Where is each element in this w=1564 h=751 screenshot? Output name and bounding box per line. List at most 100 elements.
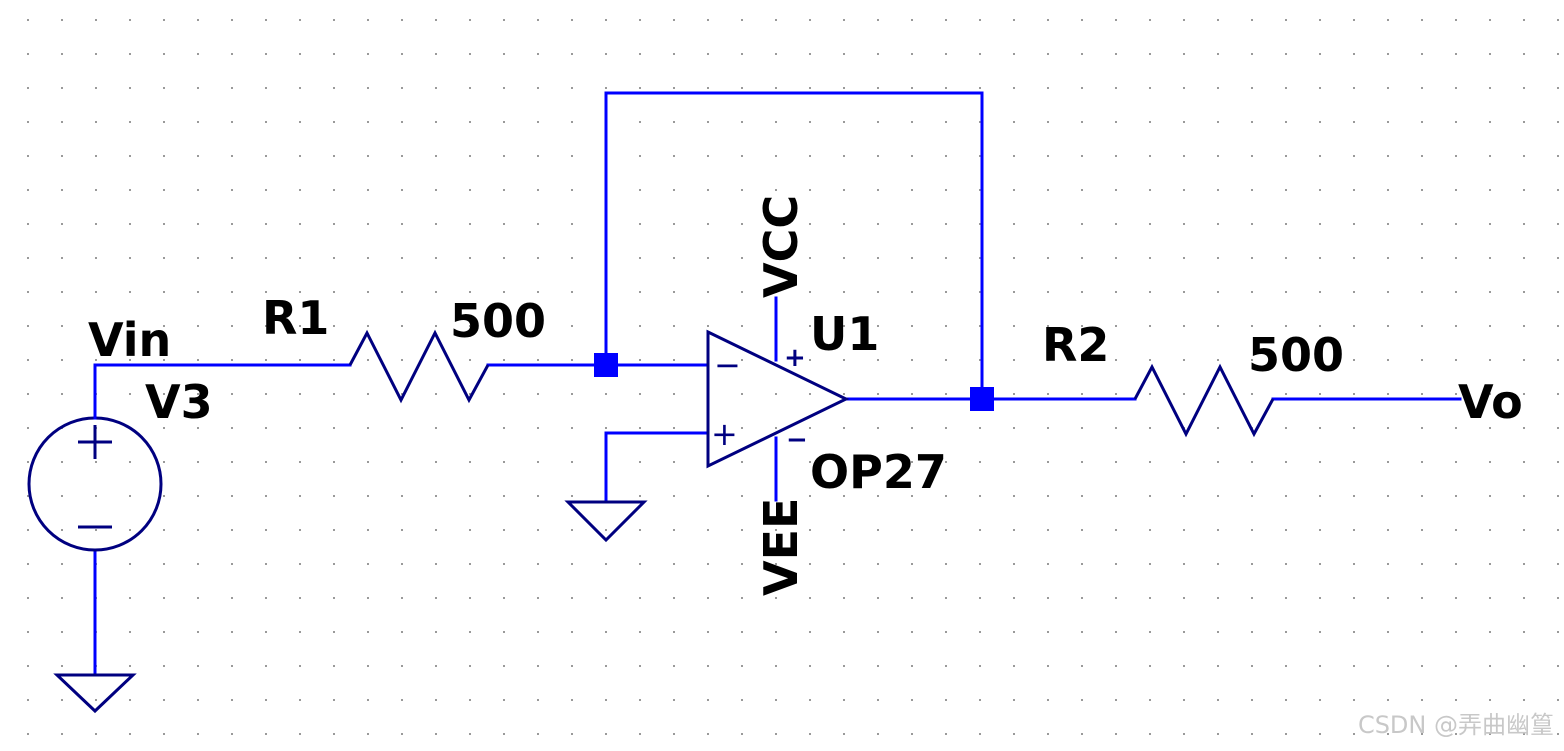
- grid-dot: [61, 257, 63, 259]
- grid-dot: [639, 121, 641, 123]
- grid-dot: [979, 563, 981, 565]
- grid-dot: [401, 699, 403, 701]
- grid-dot: [27, 53, 29, 55]
- grid-dot: [1013, 631, 1015, 633]
- grid-dot: [707, 121, 709, 123]
- grid-dot: [1489, 699, 1491, 701]
- grid-dot: [945, 631, 947, 633]
- grid-dot: [1523, 699, 1525, 701]
- grid-dot: [1489, 461, 1491, 463]
- grid-dot: [843, 155, 845, 157]
- grid-dot: [163, 461, 165, 463]
- grid-dot: [1149, 665, 1151, 667]
- grid-dot: [639, 699, 641, 701]
- grid-dot: [843, 563, 845, 565]
- grid-dot: [1387, 87, 1389, 89]
- grid-dot: [367, 393, 369, 395]
- grid-dot: [1251, 121, 1253, 123]
- grid-dot: [673, 631, 675, 633]
- grid-dot: [129, 189, 131, 191]
- grid-dot: [1489, 257, 1491, 259]
- grid-dot: [911, 19, 913, 21]
- grid-dot: [1523, 257, 1525, 259]
- grid-dot: [503, 291, 505, 293]
- grid-dot: [61, 121, 63, 123]
- grid-dot: [129, 461, 131, 463]
- grid-dot: [1557, 121, 1559, 123]
- grid-dot: [231, 223, 233, 225]
- grid-dot: [401, 427, 403, 429]
- grid-dot: [1285, 699, 1287, 701]
- grid-dot: [775, 529, 777, 531]
- grid-dot: [333, 53, 335, 55]
- grid-dot: [979, 291, 981, 293]
- grid-dot: [1489, 155, 1491, 157]
- grid-dot: [1047, 427, 1049, 429]
- grid-dot: [1421, 257, 1423, 259]
- grid-dot: [299, 291, 301, 293]
- grid-dot: [809, 461, 811, 463]
- grid-dot: [775, 733, 777, 735]
- grid-dot: [639, 427, 641, 429]
- grid-dot: [673, 291, 675, 293]
- grid-dot: [333, 121, 335, 123]
- grid-dot: [707, 665, 709, 667]
- grid-dot: [333, 597, 335, 599]
- grid-dot: [367, 699, 369, 701]
- grid-dot: [401, 665, 403, 667]
- grid-dot: [27, 121, 29, 123]
- grid-dot: [27, 495, 29, 497]
- r1-value-label: 500: [450, 294, 546, 348]
- grid-dot: [1217, 563, 1219, 565]
- grid-dot: [1489, 223, 1491, 225]
- grid-dot: [1557, 155, 1559, 157]
- grid-dot: [231, 291, 233, 293]
- grid-dot: [979, 53, 981, 55]
- grid-dot: [469, 529, 471, 531]
- grid-dot: [1047, 53, 1049, 55]
- junction-inverting-node: [594, 353, 618, 377]
- grid-dot: [809, 529, 811, 531]
- grid-dot: [1013, 155, 1015, 157]
- grid-dot: [1115, 291, 1117, 293]
- grid-dot: [333, 325, 335, 327]
- grid-dot: [843, 631, 845, 633]
- grid-dot: [1387, 461, 1389, 463]
- grid-dot: [1251, 359, 1253, 361]
- grid-dot: [537, 665, 539, 667]
- grid-dot: [1387, 19, 1389, 21]
- grid-dot: [741, 529, 743, 531]
- grid-dot: [877, 733, 879, 735]
- grid-dot: [945, 223, 947, 225]
- grid-dot: [571, 223, 573, 225]
- grid-dot: [911, 529, 913, 531]
- grid-dot: [197, 427, 199, 429]
- grid-dot: [95, 733, 97, 735]
- grid-dot: [979, 461, 981, 463]
- grid-dot: [673, 597, 675, 599]
- grid-dot: [197, 257, 199, 259]
- grid-dot: [265, 631, 267, 633]
- grid-dot: [1251, 393, 1253, 395]
- net-label-vo: Vo: [1458, 375, 1523, 429]
- grid-dot: [1421, 597, 1423, 599]
- grid-dot: [945, 291, 947, 293]
- grid-dot: [435, 461, 437, 463]
- grid-dot: [1013, 665, 1015, 667]
- grid-dot: [95, 461, 97, 463]
- grid-dot: [367, 529, 369, 531]
- grid-dot: [537, 427, 539, 429]
- grid-dot: [503, 427, 505, 429]
- grid-dot: [401, 631, 403, 633]
- grid-dot: [843, 291, 845, 293]
- grid-dot: [1251, 495, 1253, 497]
- grid-dot: [843, 427, 845, 429]
- opamp-model-label: OP27: [810, 445, 947, 499]
- grid-dot: [537, 53, 539, 55]
- grid-dot: [945, 359, 947, 361]
- grid-dot: [605, 597, 607, 599]
- grid-dot: [163, 427, 165, 429]
- grid-dot: [707, 53, 709, 55]
- grid-dot: [537, 291, 539, 293]
- grid-dot: [1217, 631, 1219, 633]
